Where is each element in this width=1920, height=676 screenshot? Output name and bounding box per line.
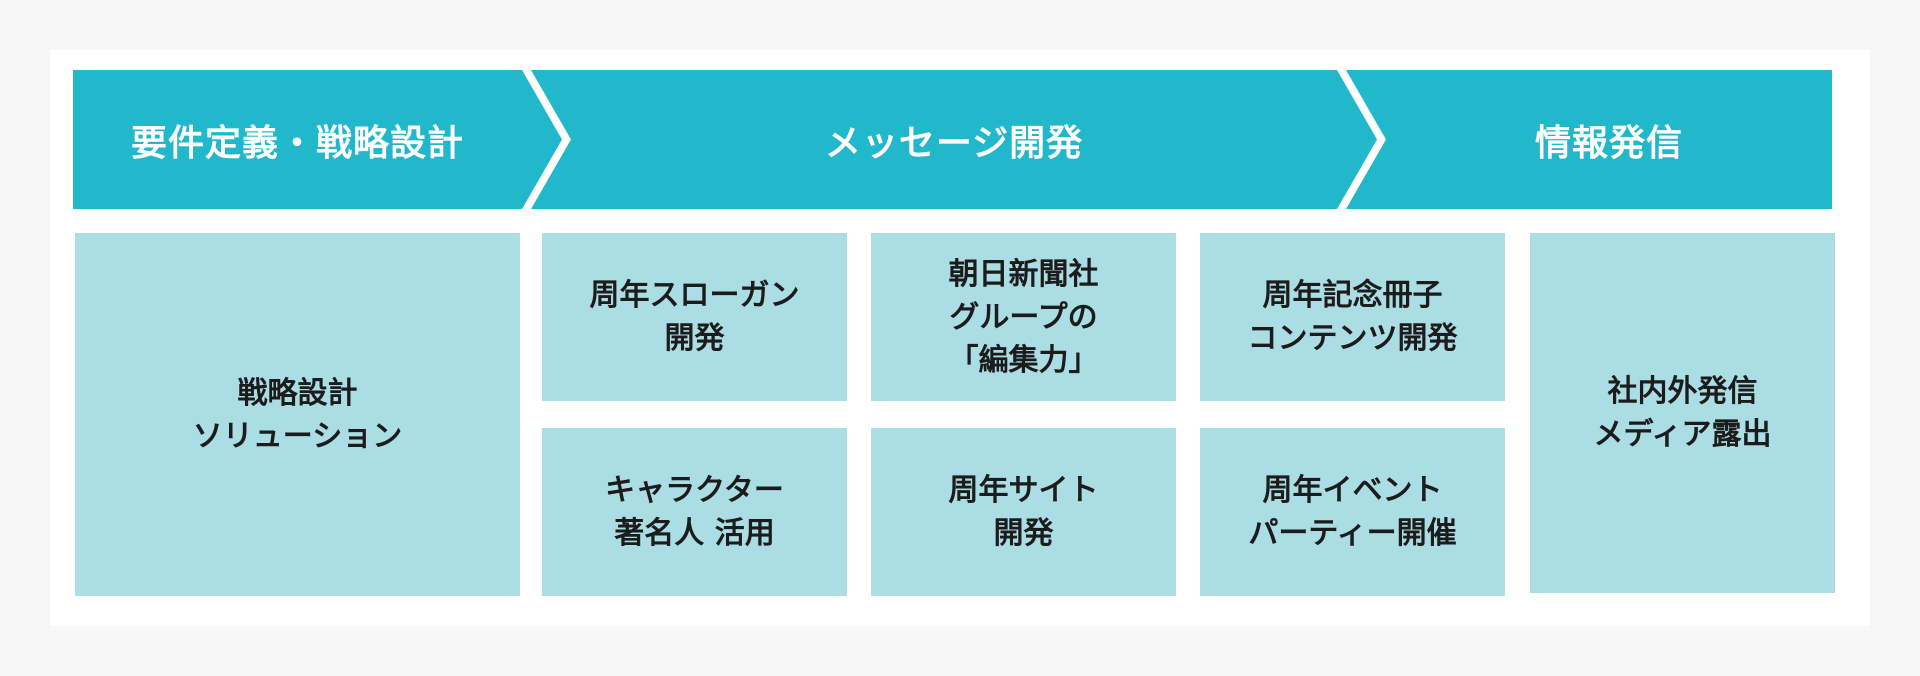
box-anniversary-slogan: 周年スローガン 開発 — [542, 233, 847, 401]
phase-label-message: メッセージ開発 — [824, 122, 1084, 164]
box-asahi-editorial: 朝日新聞社 グループの 「編集力」 — [871, 233, 1176, 401]
phase-label-requirements: 要件定義・戦略設計 — [130, 122, 464, 164]
box-commemorative-booklet: 周年記念冊子 コンテンツ開発 — [1200, 233, 1505, 401]
phase-label-publishing: 情報発信 — [1534, 122, 1683, 164]
phase-arrow-publishing — [1346, 70, 1832, 209]
phase-arrow-requirements — [73, 70, 562, 209]
box-anniversary-site: 周年サイト 開発 — [871, 428, 1176, 596]
box-anniversary-event: 周年イベント パーティー開催 — [1200, 428, 1505, 596]
box-media-exposure: 社内外発信 メディア露出 — [1530, 233, 1835, 593]
box-character-celebrity: キャラクター 著名人 活用 — [542, 428, 847, 596]
phase-arrow-message — [531, 70, 1377, 209]
box-strategy-solution: 戦略設計 ソリューション — [75, 233, 520, 596]
